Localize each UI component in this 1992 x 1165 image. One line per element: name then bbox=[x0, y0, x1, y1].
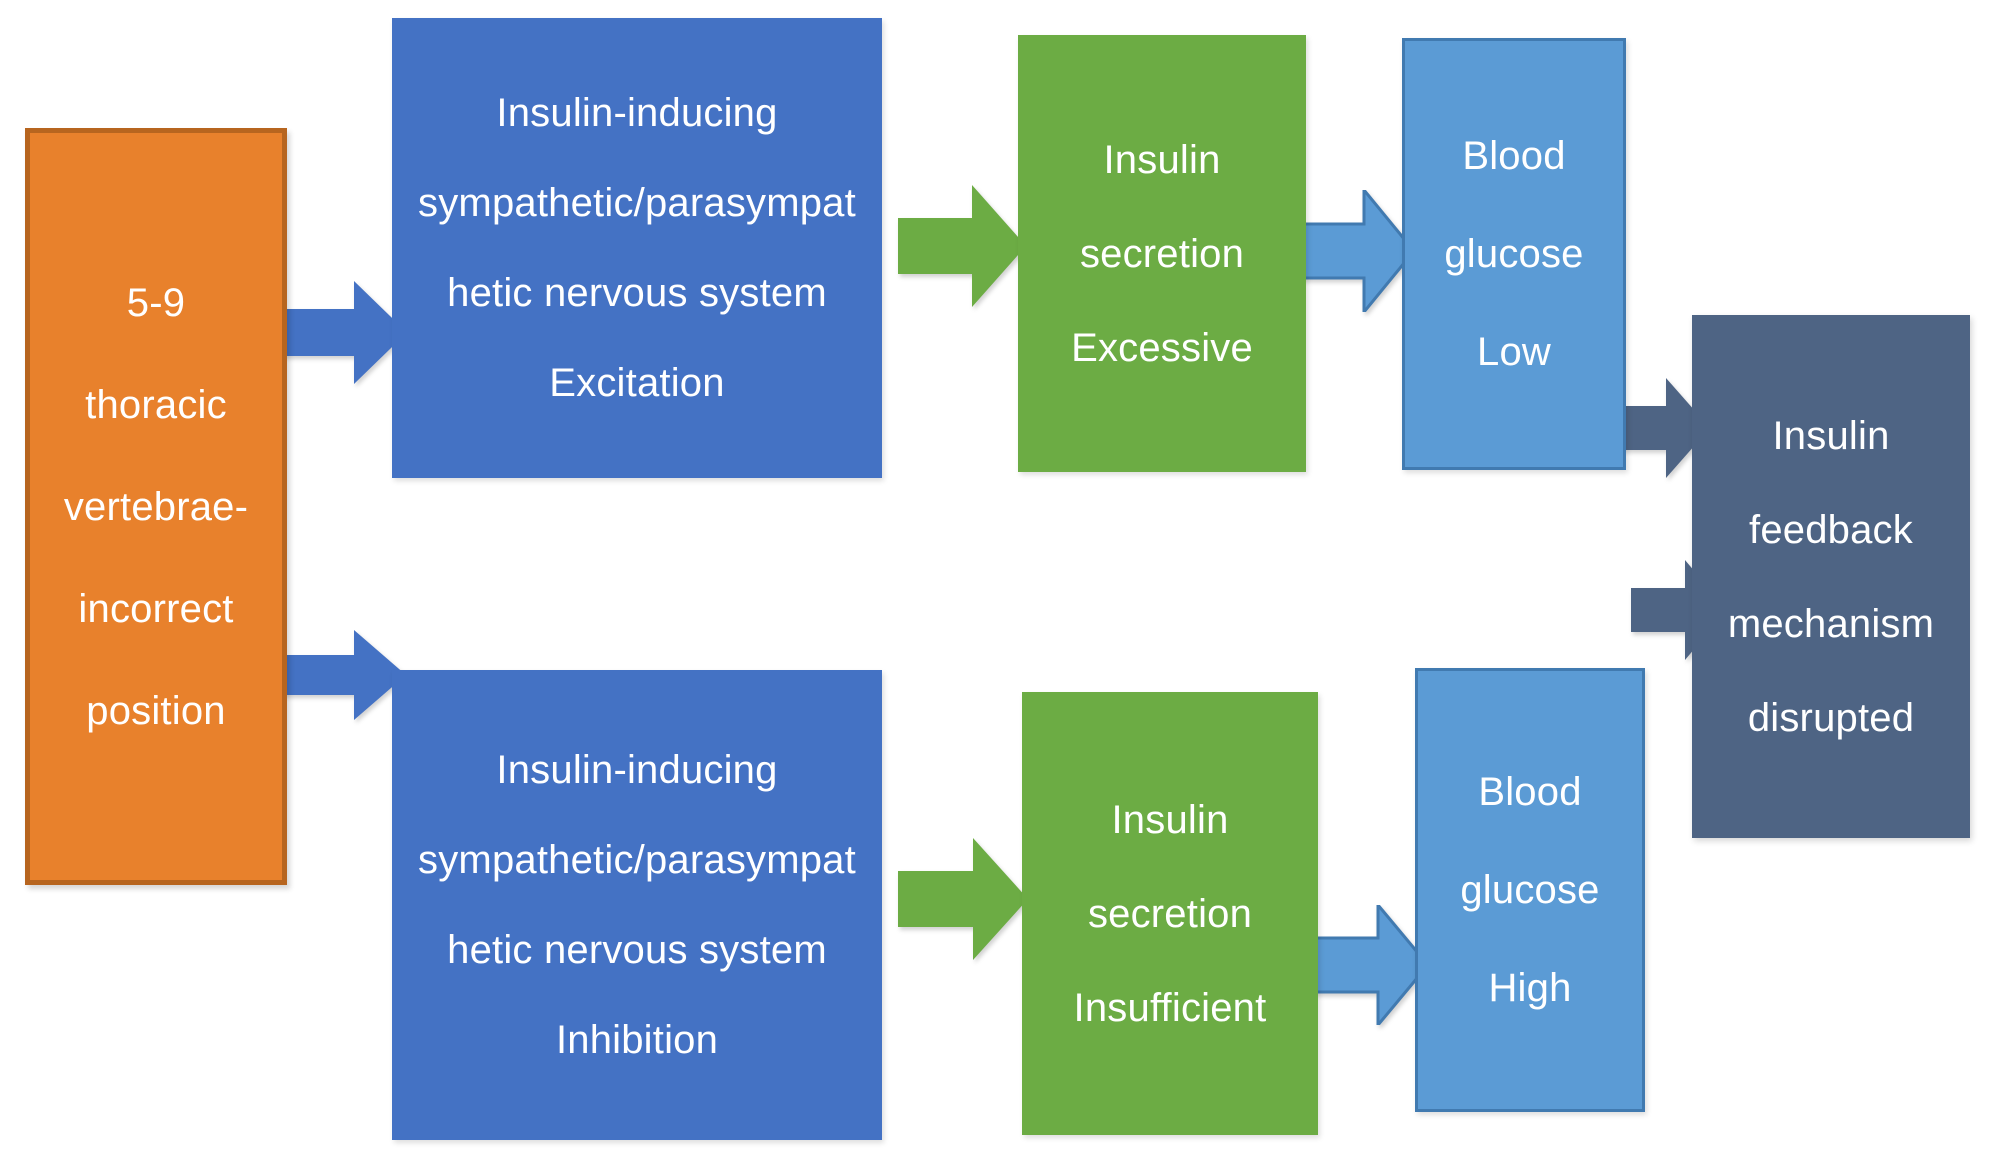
node-line: Blood bbox=[1478, 770, 1582, 814]
node-line: sympathetic/parasympat bbox=[418, 838, 856, 882]
node-line: glucose bbox=[1444, 232, 1584, 276]
node-line: vertebrae- bbox=[63, 484, 249, 529]
node-line: mechanism bbox=[1727, 601, 1935, 646]
node-line: thoracic bbox=[85, 382, 227, 427]
node-line: Insulin bbox=[1772, 413, 1890, 458]
node-line: secretion bbox=[1087, 891, 1253, 936]
insulin-secretion-insufficient-node[interactable]: Insulin secretion Insufficient bbox=[1022, 692, 1318, 1135]
node-line: Inhibition bbox=[555, 1018, 719, 1062]
blood-glucose-low-node[interactable]: Blood glucose Low bbox=[1402, 38, 1626, 470]
node-line: High bbox=[1488, 966, 1572, 1010]
node-line: sympathetic/parasympat bbox=[418, 181, 856, 225]
arrow-cause-to-excitation bbox=[282, 281, 407, 384]
insulin-secretion-excessive-node[interactable]: Insulin secretion Excessive bbox=[1018, 35, 1306, 472]
thoracic-vertebrae-node[interactable]: 5-9 thoracic vertebrae- incorrect positi… bbox=[25, 128, 287, 885]
arrow-glucose-low-to-outcome bbox=[1610, 378, 1710, 478]
node-line: glucose bbox=[1460, 868, 1600, 912]
node-line: incorrect bbox=[78, 586, 234, 631]
node-line: hetic nervous system bbox=[447, 271, 827, 315]
node-line: Excessive bbox=[1071, 325, 1253, 370]
node-line: feedback bbox=[1749, 507, 1913, 552]
arrow-inhibition-to-secretion-insufficient bbox=[898, 838, 1028, 960]
arrow-secretion-excessive-to-glucose-low bbox=[1298, 190, 1414, 312]
node-line: secretion bbox=[1079, 231, 1245, 276]
node-line: Insulin bbox=[1111, 797, 1229, 842]
node-line: 5-9 bbox=[126, 280, 186, 325]
node-line: Insulin-inducing bbox=[496, 748, 778, 792]
node-line: Insufficient bbox=[1073, 985, 1267, 1030]
node-line: Insulin bbox=[1103, 137, 1221, 182]
node-line: hetic nervous system bbox=[447, 928, 827, 972]
arrow-cause-to-inhibition bbox=[282, 630, 406, 720]
insulin-feedback-disrupted-node[interactable]: Insulin feedback mechanism disrupted bbox=[1692, 315, 1970, 838]
nervous-system-inhibition-node[interactable]: Insulin-inducing sympathetic/parasympat … bbox=[392, 670, 882, 1140]
node-line: Low bbox=[1477, 330, 1551, 374]
arrow-excitation-to-secretion-excessive bbox=[898, 185, 1026, 307]
node-line: position bbox=[86, 688, 226, 733]
nervous-system-excitation-node[interactable]: Insulin-inducing sympathetic/parasympat … bbox=[392, 18, 882, 478]
node-line: Blood bbox=[1462, 134, 1566, 178]
blood-glucose-high-node[interactable]: Blood glucose High bbox=[1415, 668, 1645, 1112]
node-line: Excitation bbox=[549, 361, 725, 405]
arrow-secretion-insufficient-to-glucose-high bbox=[1312, 905, 1428, 1025]
node-line: Insulin-inducing bbox=[496, 91, 778, 135]
node-line: disrupted bbox=[1747, 695, 1915, 740]
